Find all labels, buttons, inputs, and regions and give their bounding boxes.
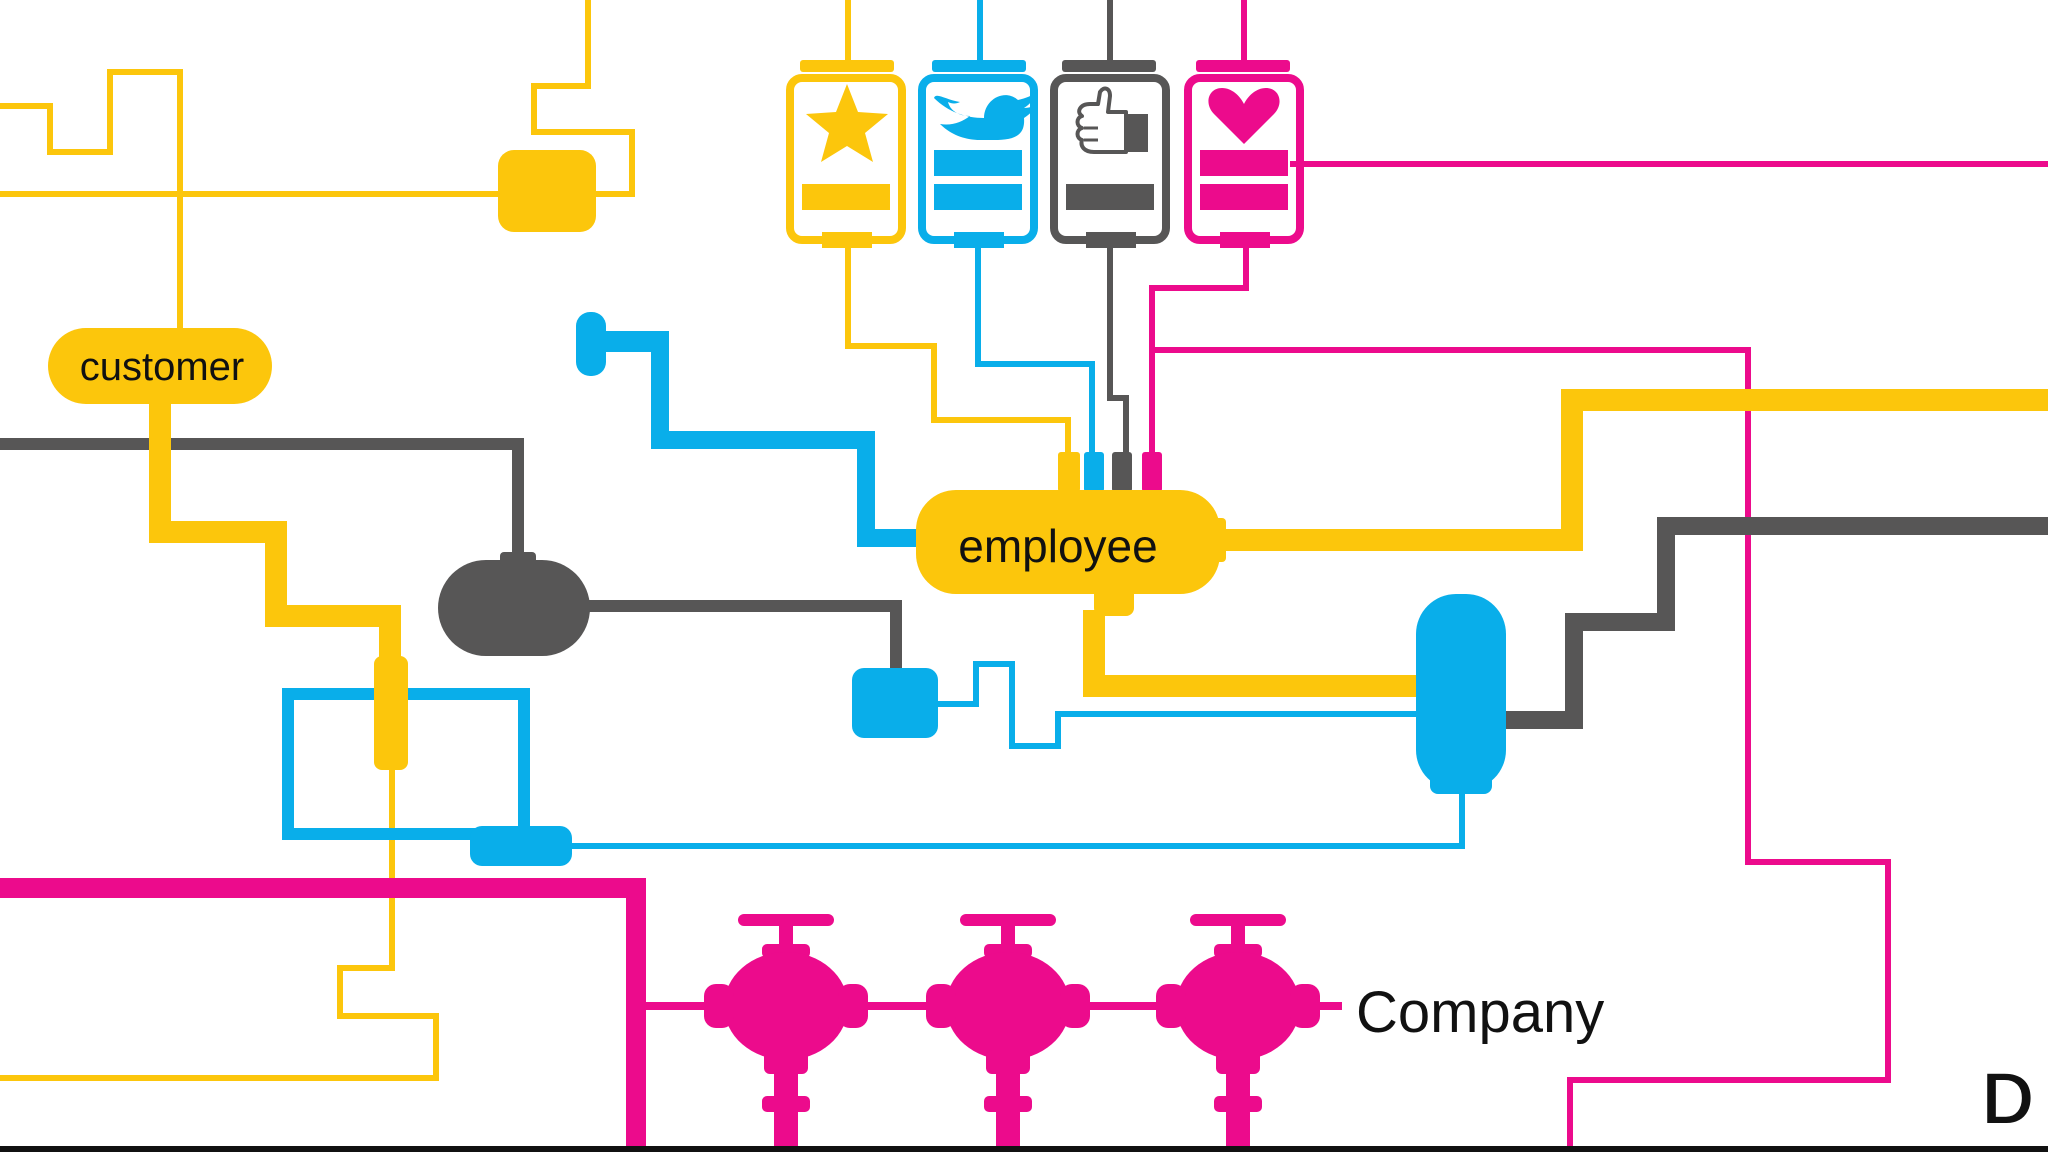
yellow-tank [498, 150, 596, 232]
valve-icon [1156, 914, 1320, 1152]
gauge-star [786, 60, 906, 248]
thick-pipes [0, 331, 2048, 1152]
yellow-joint [374, 656, 408, 770]
blue-joint [470, 826, 572, 866]
employee-tank: employee [916, 452, 1226, 616]
thumbs-up-icon [1075, 86, 1148, 154]
gauge-bird [918, 60, 1038, 248]
employee-label: employee [958, 520, 1157, 572]
blue-crank-handle [576, 312, 666, 376]
gauge-top-lines [845, 0, 1247, 60]
blue-tank [852, 668, 938, 738]
valve-icon [926, 914, 1090, 1152]
bottom-edge-bar [0, 1146, 2048, 1152]
corner-logo-letter: D [1981, 1057, 2034, 1140]
blue-cylinder-tank [1416, 594, 1506, 794]
heart-icon [1208, 88, 1280, 144]
gray-cylinder-tank [438, 552, 590, 656]
corner-logo: D [1980, 1056, 2035, 1141]
gauge-heart [1184, 60, 1304, 248]
gauge-thumb [1050, 60, 1170, 248]
star-icon [806, 84, 888, 162]
customer-label: customer [80, 345, 245, 389]
customer-tank: customer [48, 328, 272, 404]
valve-icon [704, 914, 868, 1152]
company-label: Company [1356, 980, 1604, 1045]
twitter-bird-icon [934, 92, 1038, 141]
